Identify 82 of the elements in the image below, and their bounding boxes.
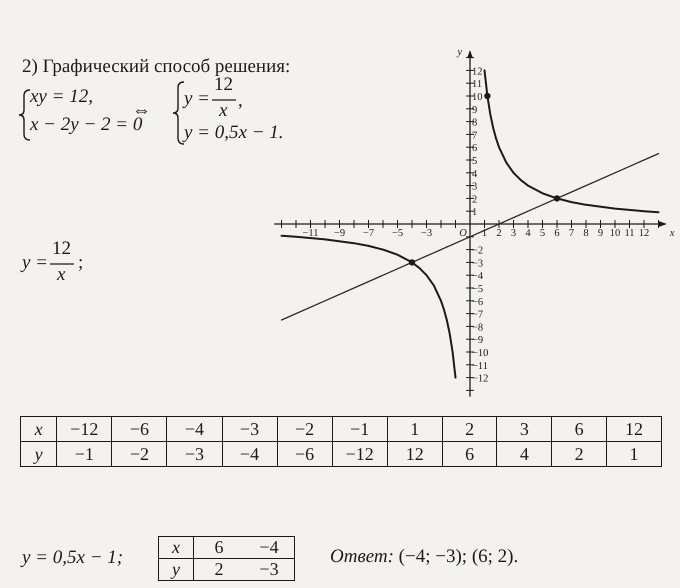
- table-cell: −3: [244, 558, 294, 580]
- heading: 2) Графический способ решения:: [22, 56, 290, 77]
- table-cell: 6: [442, 442, 497, 466]
- tick-label: 7: [568, 228, 574, 239]
- tick-label: −2: [472, 246, 484, 257]
- tick-label: −9: [472, 335, 484, 346]
- numerator: 12: [52, 238, 71, 260]
- table-cell: −4: [166, 416, 222, 442]
- tick-label: 12: [638, 228, 650, 239]
- tick-label: 9: [472, 104, 478, 116]
- equation: y = 0,5x − 1;: [22, 547, 124, 569]
- tick-label: −3: [420, 228, 432, 239]
- tick-label: 7: [472, 130, 478, 142]
- tick-label: −6: [472, 296, 484, 308]
- tick-label: −9: [334, 228, 346, 239]
- table-cell: −12: [56, 416, 112, 442]
- tick-label: 4: [472, 168, 478, 180]
- semicolon: ;: [78, 252, 84, 274]
- tick-label: 4: [525, 228, 531, 239]
- table-cell: 6: [194, 536, 244, 558]
- table-cell: 12: [606, 416, 662, 442]
- axis-label: y: [457, 47, 462, 58]
- table-cell: 1: [387, 416, 442, 442]
- table-cell: −1: [56, 442, 112, 466]
- origin-label: O: [459, 228, 467, 239]
- tick-label: −11: [472, 360, 488, 372]
- table-cell: −4: [222, 442, 278, 466]
- equation: y =: [22, 252, 48, 274]
- table-cell: −6: [112, 416, 167, 442]
- table-cell: 2: [194, 558, 244, 580]
- tick-label: 2: [472, 194, 478, 206]
- answer-text: Ответ: (−4; −3); (6; 2).: [330, 546, 518, 568]
- tick-label: −5: [472, 284, 484, 295]
- table-cell: −2: [277, 416, 332, 442]
- tick-label: 3: [472, 182, 478, 193]
- equation: xy = 12,: [30, 86, 93, 108]
- tick-label: −3: [472, 258, 484, 270]
- row-header-cell: y: [158, 558, 194, 580]
- tick-label: −10: [472, 348, 488, 359]
- table-cell: −2: [112, 442, 167, 466]
- tick-label: −11: [302, 228, 319, 239]
- row-header-cell: x: [158, 536, 194, 558]
- table-cell: 6: [552, 416, 606, 442]
- table-cell: −3: [222, 416, 278, 442]
- table-cell: −6: [277, 442, 332, 466]
- tick-label: −7: [472, 310, 484, 321]
- row-header-cell: x: [20, 416, 57, 442]
- tick-label: 11: [624, 228, 635, 239]
- table-cell: 4: [496, 442, 552, 466]
- tick-label: 11: [472, 79, 482, 90]
- table-cell: −12: [332, 442, 388, 466]
- tick-label: −4: [472, 271, 484, 282]
- equation: y =: [184, 88, 210, 110]
- tick-label: 3: [510, 228, 516, 239]
- tick-label: 5: [540, 228, 546, 239]
- table-cell: 12: [387, 442, 442, 466]
- tick-label: −8: [472, 322, 484, 334]
- tick-label: 12: [472, 66, 482, 78]
- denominator: x: [219, 100, 228, 122]
- tick-label: 8: [472, 118, 478, 129]
- tick-label: 6: [554, 228, 560, 239]
- table-cell: 2: [552, 442, 606, 466]
- table-cell: 3: [496, 416, 552, 442]
- comma: ,: [238, 90, 243, 112]
- tick-label: 8: [583, 228, 589, 239]
- tick-label: −5: [392, 228, 404, 239]
- tick-label: −12: [472, 374, 488, 385]
- tick-label: 1: [472, 207, 478, 218]
- tick-label: −7: [362, 228, 374, 239]
- tick-label: 9: [598, 228, 604, 239]
- table-cell: 1: [606, 442, 662, 466]
- axis-label: x: [670, 228, 674, 239]
- table-cell: −3: [166, 442, 222, 466]
- tick-label: 10: [472, 92, 482, 103]
- table-cell: 2: [442, 416, 497, 442]
- equation: y = 0,5x − 1.: [184, 122, 284, 144]
- tick-label: 2: [496, 228, 502, 239]
- row-header-cell: y: [20, 442, 57, 466]
- table-cell: −4: [244, 536, 294, 558]
- tick-label: 10: [610, 228, 620, 239]
- table-cell: −1: [332, 416, 388, 442]
- denominator: x: [57, 264, 66, 286]
